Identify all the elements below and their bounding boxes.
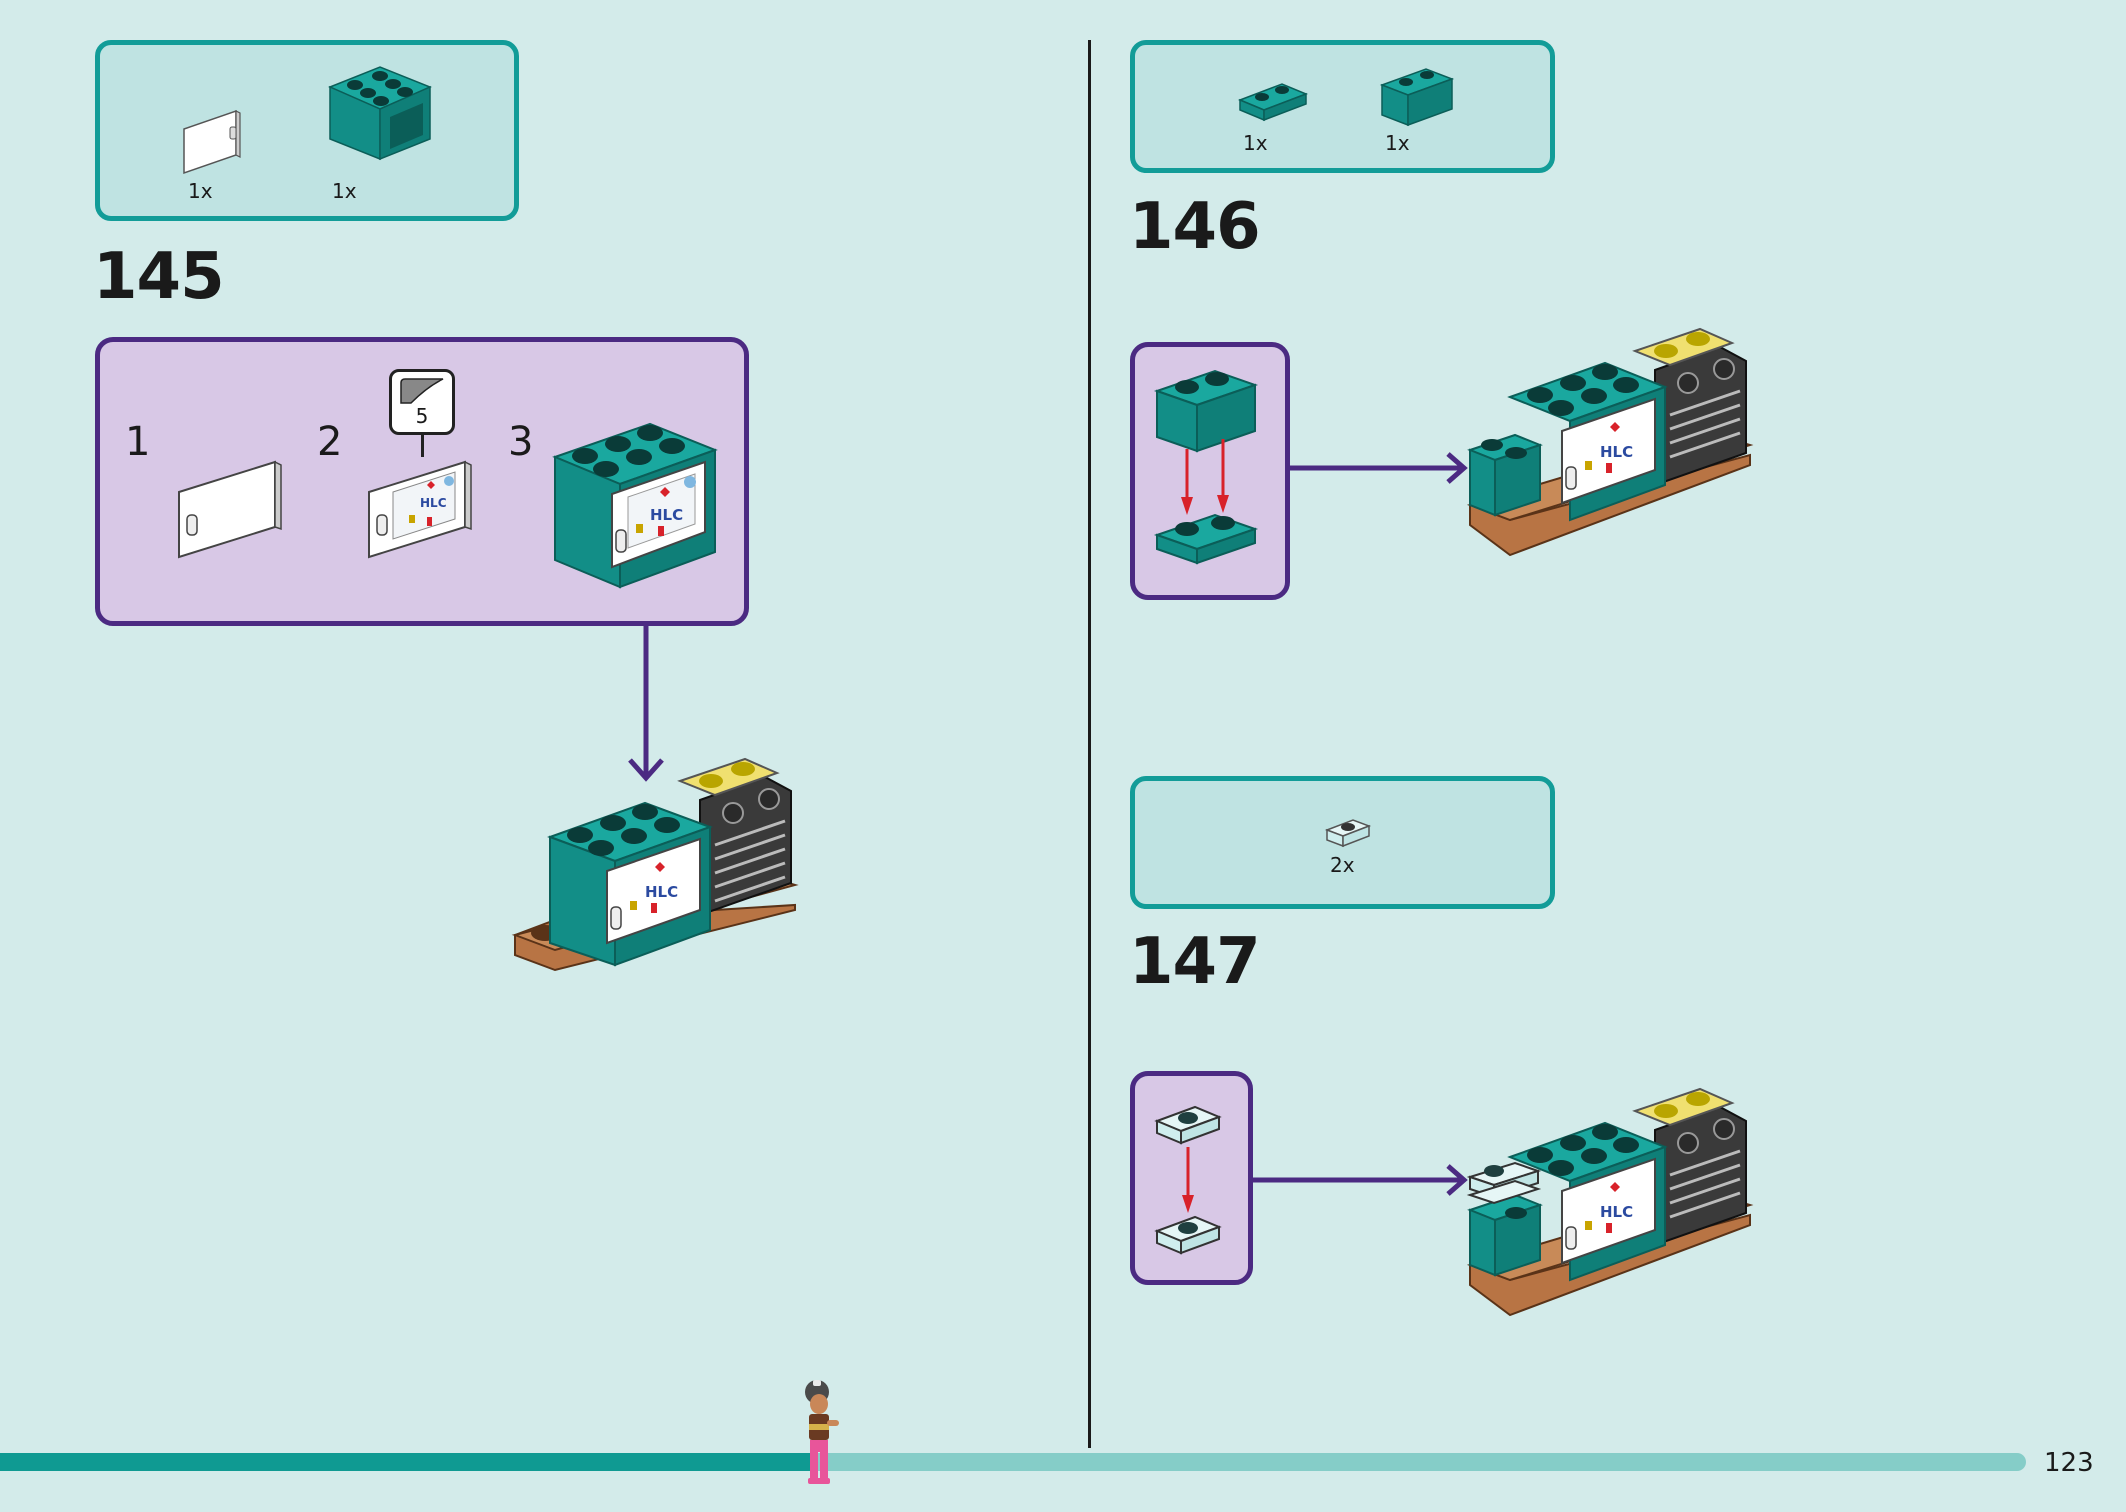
white-panel-icon	[178, 460, 282, 559]
part-qty-tile: 2x	[1330, 853, 1355, 877]
substep-number-1: 1	[125, 419, 151, 465]
teal-box-brick-icon	[328, 66, 432, 161]
sticker-sheet-icon	[400, 378, 444, 404]
svg-text:HLC: HLC	[1600, 443, 1633, 461]
svg-text:HLC: HLC	[1600, 1203, 1633, 1221]
part-qty-box-brick: 1x	[332, 179, 357, 203]
svg-text:HLC: HLC	[420, 496, 447, 510]
parts-box-step-145: 1x 1x	[95, 40, 519, 221]
substep-number-3: 3	[508, 419, 534, 465]
brick-on-plate-diagram	[1153, 369, 1259, 565]
parts-box-step-146: 1x 1x	[1130, 40, 1555, 173]
placement-arrow	[1253, 1164, 1468, 1196]
part-qty-panel: 1x	[188, 179, 213, 203]
subassembly-box-step-147	[1130, 1071, 1253, 1285]
teal-brick-icon	[1379, 68, 1455, 127]
sticker-callout: 5	[389, 369, 455, 435]
progress-fill	[0, 1453, 818, 1471]
subassembly-box-step-146	[1130, 342, 1290, 600]
placement-arrow	[628, 626, 664, 782]
white-panel-icon	[183, 109, 241, 175]
step-number-145: 145	[93, 240, 225, 314]
sticker-number: 5	[415, 404, 429, 428]
model-step-146: HLC	[1466, 327, 1754, 557]
transparent-tile-icon	[1324, 819, 1372, 848]
svg-text:HLC: HLC	[650, 506, 683, 524]
page-divider	[1088, 40, 1091, 1448]
placement-arrow	[1290, 452, 1468, 484]
step-number-147: 147	[1129, 925, 1261, 999]
part-qty-brick: 1x	[1385, 131, 1410, 155]
panel-with-sticker-icon: HLC	[368, 460, 472, 559]
box-brick-with-panel-icon: HLC	[552, 422, 718, 589]
sticker-callout-line	[421, 435, 424, 457]
parts-box-step-147: 2x	[1130, 776, 1555, 909]
substep-number-2: 2	[317, 419, 343, 465]
part-qty-plate: 1x	[1243, 131, 1268, 155]
tile-on-tile-diagram	[1154, 1105, 1222, 1255]
model-step-147: HLC	[1466, 1087, 1754, 1317]
step-number-146: 146	[1129, 190, 1261, 264]
svg-text:HLC: HLC	[645, 883, 678, 901]
page-number: 123	[2044, 1448, 2094, 1478]
subassembly-box-step-145: 1 2 3 5 HLC HLC	[95, 337, 749, 626]
minifigure-icon	[805, 1380, 839, 1484]
teal-plate-icon	[1237, 83, 1309, 122]
model-step-145: HLC	[511, 757, 799, 972]
